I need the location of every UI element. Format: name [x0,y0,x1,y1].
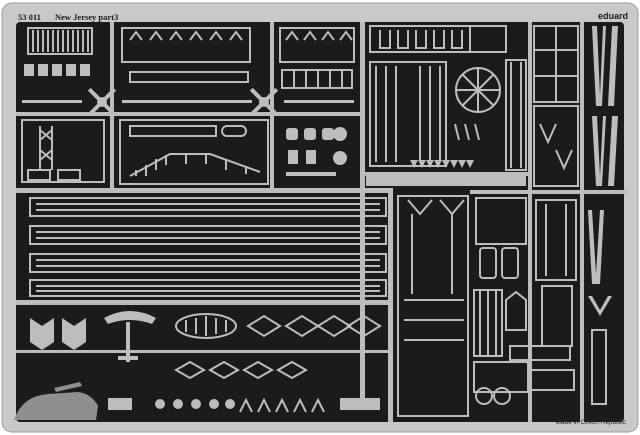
origin-label: Made in Czech Republic [555,419,626,426]
right-top-parts [369,25,527,171]
long-railings [29,197,387,297]
lower-left-parts [30,311,156,362]
lower-mid-parts [173,313,382,413]
sheet-title: New Jersey part3 [55,12,119,22]
stairway [119,119,269,185]
top-ladders [121,27,355,89]
brand-logo-text: eduard [597,11,628,21]
right-tongs [588,26,618,405]
right-grid [533,25,579,187]
right-top-comb [366,160,526,186]
round-fittings [108,398,380,410]
eduard-tank-logo [14,382,98,420]
propeller-parts [22,87,354,117]
left-tower [21,119,105,183]
lower-right-parts [397,195,577,417]
frame-bars [16,22,628,422]
middle-fittings [286,127,347,176]
sheet-code: 53 011 [18,12,41,22]
top-left-comb [24,27,93,76]
sheet-field [16,22,624,422]
